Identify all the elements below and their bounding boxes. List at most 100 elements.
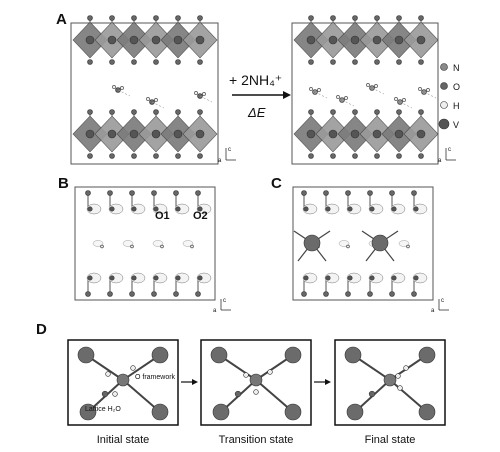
unit-cell-box xyxy=(70,22,219,165)
atom xyxy=(308,15,314,21)
density-lobe xyxy=(398,240,410,247)
density-lobe xyxy=(122,240,134,247)
atom xyxy=(374,109,380,115)
atom xyxy=(116,373,130,387)
atom xyxy=(243,372,249,378)
atom xyxy=(87,153,93,159)
density-lobe xyxy=(152,272,168,284)
atom xyxy=(197,15,203,21)
reactant-label: + 2NH₄⁺ xyxy=(229,72,282,88)
vo-layer-bottom xyxy=(293,109,439,159)
density-lobe xyxy=(390,203,406,215)
interlayer-molecules xyxy=(112,85,213,109)
atom xyxy=(350,35,360,45)
atom xyxy=(383,373,397,387)
axis-c-label: c xyxy=(441,298,444,304)
atom xyxy=(130,244,134,249)
atom xyxy=(389,190,395,196)
panel-label-d: D xyxy=(36,321,47,338)
atom xyxy=(173,35,183,45)
atom xyxy=(330,109,336,115)
atom xyxy=(175,109,181,115)
atom xyxy=(416,129,426,139)
atom xyxy=(107,35,117,45)
vo-layer-top xyxy=(72,15,218,65)
arrow-head-icon xyxy=(325,379,331,385)
unit-cell-box xyxy=(74,186,216,301)
atom xyxy=(395,373,401,379)
atom xyxy=(406,244,410,249)
density-lobe xyxy=(412,203,428,215)
atom xyxy=(175,153,181,159)
density-lobe xyxy=(302,203,318,215)
atom xyxy=(347,275,353,281)
atom xyxy=(129,190,135,196)
atom xyxy=(101,390,109,398)
density-lobe xyxy=(412,272,428,284)
legend-n-label: N xyxy=(453,63,460,73)
atom xyxy=(346,403,364,421)
atom xyxy=(129,129,139,139)
axis-icon: c a xyxy=(431,298,449,314)
panel-label-b: B xyxy=(58,175,69,192)
atom xyxy=(330,15,336,21)
atom xyxy=(130,365,136,371)
atom xyxy=(308,109,314,115)
annotation-lattice-water: Lattice H₂O xyxy=(85,406,121,413)
atom xyxy=(160,244,164,249)
atom xyxy=(372,129,382,139)
density-lobe xyxy=(346,203,362,215)
panel-c-charge-density: c a xyxy=(292,186,449,314)
state-label-final: Final state xyxy=(365,434,416,446)
atom xyxy=(175,15,181,21)
atom xyxy=(391,275,397,281)
atom xyxy=(344,346,362,364)
legend-n-icon xyxy=(440,63,448,71)
axis-c-label: c xyxy=(228,147,231,153)
density-lobe xyxy=(196,203,212,215)
atom xyxy=(107,291,113,297)
atom xyxy=(418,346,436,364)
atom xyxy=(325,275,331,281)
atom xyxy=(173,129,183,139)
axis-c-label: c xyxy=(223,298,226,304)
atom xyxy=(195,291,201,297)
panel-label-c: C xyxy=(271,175,282,192)
atom xyxy=(418,403,436,421)
legend-o-icon xyxy=(440,82,448,90)
reaction-arrow-group: + 2NH₄⁺ ΔE xyxy=(229,72,291,120)
vo-layer-bottom xyxy=(72,109,218,159)
density-lobe xyxy=(324,203,340,215)
atom xyxy=(153,109,159,115)
atom xyxy=(396,59,402,65)
atom xyxy=(131,275,137,281)
atom xyxy=(100,244,104,249)
atom xyxy=(109,109,115,115)
atom xyxy=(374,84,378,88)
atom xyxy=(87,275,93,281)
atom xyxy=(109,15,115,21)
atom xyxy=(194,91,198,95)
atom xyxy=(267,369,273,375)
atom xyxy=(394,129,404,139)
atom xyxy=(85,291,91,297)
atom xyxy=(352,153,358,159)
vo-layer-top xyxy=(293,15,439,65)
density-lobe xyxy=(346,272,362,284)
energy-label: ΔE xyxy=(247,105,266,120)
atom xyxy=(389,291,395,297)
atom xyxy=(347,206,353,212)
atom xyxy=(173,291,179,297)
atom xyxy=(391,206,397,212)
atom xyxy=(87,109,93,115)
atom xyxy=(367,291,373,297)
atom xyxy=(413,275,419,281)
atom xyxy=(197,275,203,281)
atom xyxy=(411,291,417,297)
atom xyxy=(301,190,307,196)
atom xyxy=(418,153,424,159)
unit-cell-box xyxy=(292,186,434,301)
atom xyxy=(284,346,302,364)
atom xyxy=(306,35,316,45)
atom xyxy=(154,98,158,102)
